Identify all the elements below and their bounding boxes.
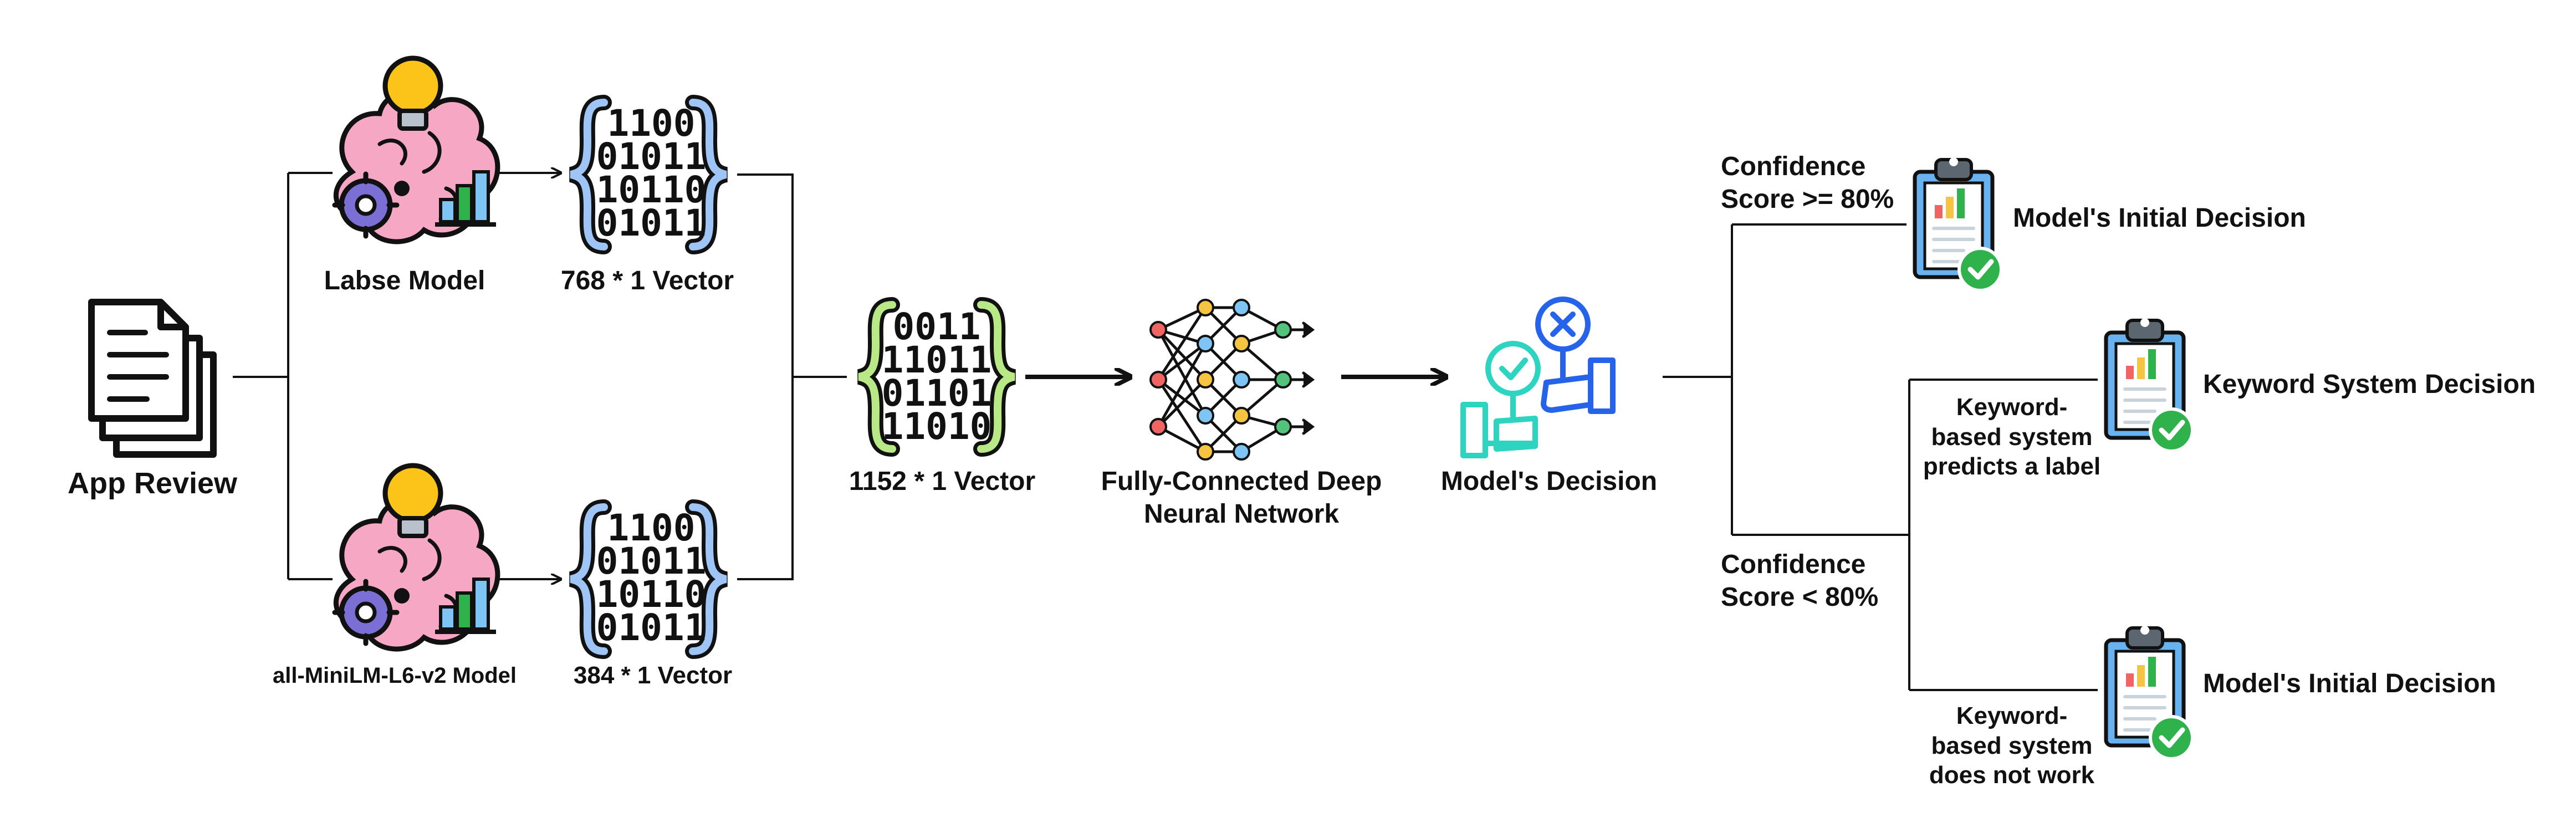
clipboard-check-icon — [1915, 157, 2001, 290]
keyword-fails-line1: Keyword- — [1956, 702, 2068, 729]
neural-network-label-line1: Fully-Connected Deep — [1101, 467, 1382, 496]
app-review-label: App Review — [67, 467, 238, 500]
labse-model-label: Labse Model — [324, 266, 485, 295]
confidence-low-line1: Confidence — [1721, 550, 1866, 579]
document-stack-icon — [88, 299, 217, 458]
neural-network-label: Fully-Connected Deep Neural Network — [1101, 466, 1382, 530]
binary-row: 0011 — [893, 305, 981, 348]
binary-row: 10110 — [596, 573, 707, 616]
vector-1152-label: 1152 * 1 Vector — [849, 467, 1036, 496]
initial-decision-top-label: Model's Initial Decision — [2013, 203, 2306, 233]
binary-row: 01011 — [596, 202, 707, 244]
binary-row: 01011 — [596, 540, 707, 582]
connector-lines — [233, 173, 847, 579]
brain-bulb-icon — [335, 58, 498, 242]
keyword-decision-label: Keyword System Decision — [2203, 370, 2536, 399]
neural-network-icon — [1149, 299, 1315, 461]
brain-bulb-icon — [335, 466, 498, 649]
keyword-fails-line2: based system — [1931, 732, 2093, 759]
keyword-predicts-line1: Keyword- — [1956, 394, 2068, 421]
keyword-predicts-label: Keyword- based system predicts a label — [1923, 392, 2100, 482]
decision-branches — [1663, 223, 2098, 691]
binary-row: 1100 — [607, 102, 696, 145]
vector-768-label: 768 * 1 Vector — [560, 266, 734, 295]
decision-hands-icon — [1460, 297, 1616, 458]
models-decision-label: Model's Decision — [1440, 467, 1658, 496]
confidence-high-label: Confidence Score >= 80% — [1721, 151, 1894, 216]
minilm-model-label: all-MiniLM-L6-v2 Model — [273, 663, 517, 688]
binary-row: 1100 — [607, 507, 696, 549]
binary-labse: 1100 01011 10110 01011 — [596, 102, 707, 244]
confidence-high-line1: Confidence — [1721, 152, 1866, 181]
confidence-high-line2: Score >= 80% — [1721, 184, 1894, 214]
vector-384-label: 384 * 1 Vector — [573, 662, 733, 689]
confidence-low-label: Confidence Score < 80% — [1721, 549, 1878, 614]
confidence-low-line2: Score < 80% — [1721, 582, 1879, 612]
clipboard-check-icon — [2106, 318, 2192, 451]
neural-network-label-line2: Neural Network — [1143, 499, 1340, 529]
keyword-fails-label: Keyword- based system does not work — [1929, 701, 2094, 790]
binary-concat: 0011 11011 01101 11010 — [882, 305, 992, 448]
binary-row: 11011 — [882, 339, 992, 381]
binary-minilm: 1100 01011 10110 01011 — [596, 507, 707, 649]
binary-row: 11010 — [882, 405, 992, 448]
keyword-fails-line3: does not work — [1929, 762, 2095, 789]
binary-row: 10110 — [596, 168, 707, 211]
keyword-predicts-line3: predicts a label — [1923, 453, 2101, 481]
initial-decision-bottom-label: Model's Initial Decision — [2203, 669, 2496, 698]
binary-row: 01011 — [596, 135, 707, 178]
binary-row: 01011 — [596, 606, 707, 649]
keyword-predicts-line2: based system — [1931, 423, 2093, 451]
clipboard-check-icon — [2106, 626, 2192, 759]
binary-row: 01101 — [882, 372, 992, 415]
